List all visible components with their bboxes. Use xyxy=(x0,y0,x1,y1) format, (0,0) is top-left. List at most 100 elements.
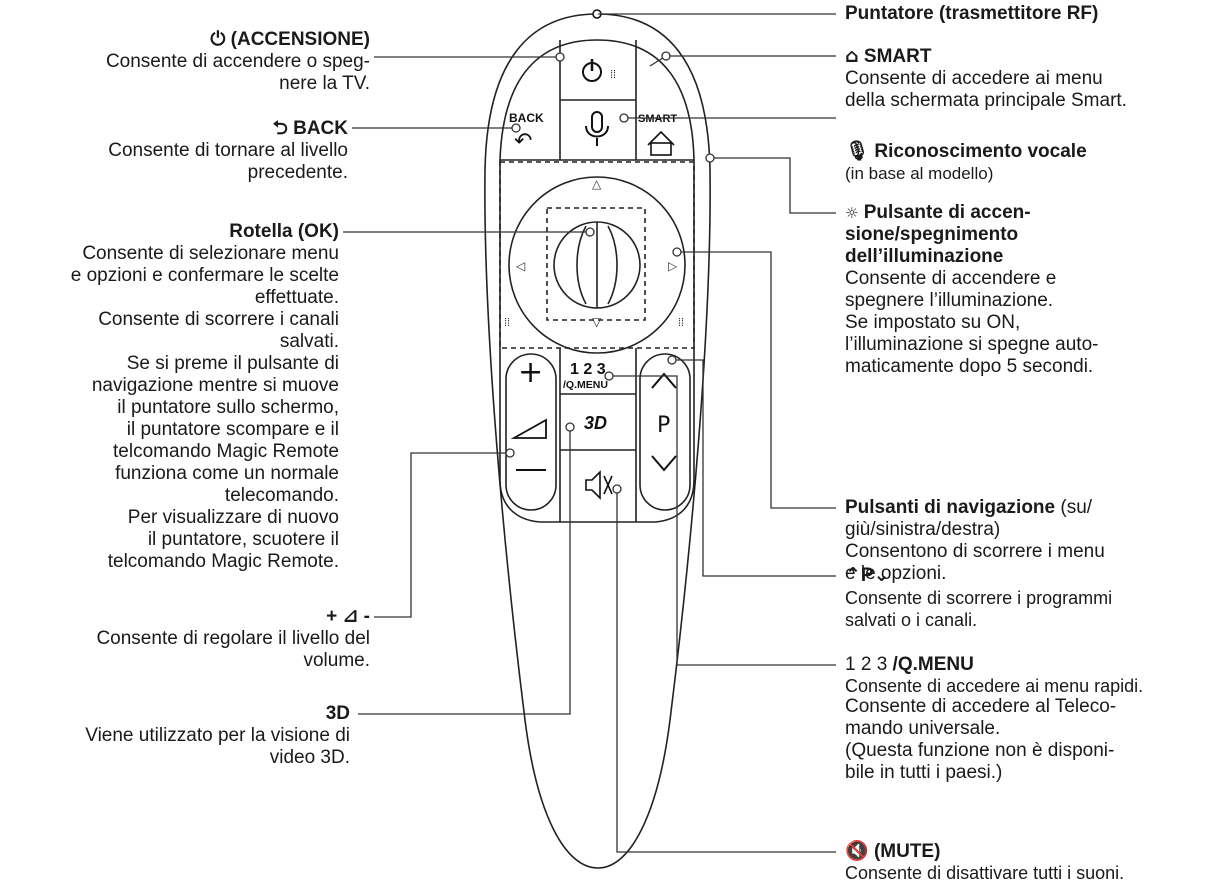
callout-light-desc-3: Se impostato su ON, xyxy=(845,312,1021,333)
callout-power-title-row: ⏻ (ACCENSIONE) xyxy=(10,28,370,51)
mute-icon: 🔇 xyxy=(845,840,869,862)
callout-qmenu-desc-2: Consente di accedere al Teleco- xyxy=(845,696,1117,717)
bulb-icon: ☼ xyxy=(845,204,859,222)
volume-rocker[interactable] xyxy=(505,353,557,511)
callout-qmenu-title: /Q.MENU xyxy=(892,654,974,675)
callout-wheel-desc-15: telcomando Magic Remote. xyxy=(107,551,339,572)
back-arrow-icon: ↶ xyxy=(514,129,532,154)
callout-threed-desc-1: Viene utilizzato per la visione di xyxy=(85,725,350,746)
callout-back: ⮌ BACK Consente di tornare al livello pr… xyxy=(0,117,348,184)
nav-left-arrow[interactable]: ◁ xyxy=(515,259,525,273)
callout-smart-title-row: ⌂ SMART xyxy=(845,45,1127,68)
callout-threed-desc-2: video 3D. xyxy=(269,747,350,768)
callout-wheel-desc-9: il puntatore scompare e il xyxy=(126,419,339,440)
callout-wheel-desc-1: Consente di selezionare menu xyxy=(82,243,339,264)
mic-icon[interactable] xyxy=(585,111,609,146)
callout-volume-desc-2: volume. xyxy=(303,650,370,671)
callout-prog: ⌃P⌄ Consente di scorrere i programmi sal… xyxy=(845,564,1112,631)
callout-back-desc-1: Consente di tornare al livello xyxy=(108,140,348,161)
callout-nav-desc-3: e le opzioni. xyxy=(845,563,947,584)
callout-qmenu: 1 2 3 /Q.MENU Consente di accedere ai me… xyxy=(845,654,1143,784)
callout-qmenu-title-num: 1 2 3 xyxy=(845,654,888,675)
callout-prog-desc-2: salvati o i canali. xyxy=(845,610,978,630)
callout-pointer-title: Puntatore (trasmettitore RF) xyxy=(845,3,1099,24)
callout-voice: 🎙 Riconoscimento vocale (in base al mode… xyxy=(845,140,1087,185)
callout-wheel-desc-4: Consente di scorrere i canali xyxy=(98,309,339,330)
callout-prog-title-row: ⌃P⌄ xyxy=(845,564,1112,587)
vol-plus-icon[interactable]: + xyxy=(518,355,543,390)
callout-voice-title-row: 🎙 Riconoscimento vocale xyxy=(845,140,1087,163)
callout-power: ⏻ (ACCENSIONE) Consente di accendere o s… xyxy=(10,28,370,95)
volume-icon xyxy=(510,418,547,439)
nav-down-arrow[interactable]: ▽ xyxy=(592,315,602,329)
threed-button-label[interactable]: 3D xyxy=(584,413,607,433)
callout-qmenu-desc-3: mando universale. xyxy=(845,718,1001,739)
callout-mute: 🔇 (MUTE) Consente di disattivare tutti i… xyxy=(845,840,1124,883)
callout-wheel-desc-8: il puntatore sullo schermo, xyxy=(117,397,339,418)
callout-mute-desc-1: Consente di disattivare tutti i suoni. xyxy=(845,863,1125,883)
remote-face xyxy=(499,39,695,523)
num-button-label[interactable]: 1 2 3 xyxy=(570,361,606,378)
callout-light-desc-1: Consente di accendere e xyxy=(845,268,1057,289)
callout-power-desc-2: nere la TV. xyxy=(279,73,370,94)
callout-light-title-3: dell’illuminazione xyxy=(845,246,1004,267)
callout-prog-desc-1: Consente di scorrere i programmi xyxy=(845,588,1113,608)
program-rocker[interactable] xyxy=(639,353,691,511)
callout-light-desc-4: l’illuminazione si spegne auto- xyxy=(845,334,1099,355)
wheel-dashed-box xyxy=(546,207,646,321)
navigation-ring[interactable] xyxy=(508,176,686,354)
callout-back-title: BACK xyxy=(293,118,348,139)
back-button-label[interactable]: BACK xyxy=(509,111,544,125)
power-icon: ⏻ xyxy=(210,28,226,50)
callout-light-title-1: Pulsante di accen- xyxy=(863,202,1031,223)
callout-wheel-desc-3: effettuate. xyxy=(254,287,339,308)
channel-up-icon[interactable] xyxy=(651,372,677,389)
callout-nav-desc-1: giù/sinistra/destra) xyxy=(845,519,1001,540)
callout-volume-desc-1: Consente di regolare il livello del xyxy=(96,628,370,649)
leader-lines xyxy=(343,13,836,853)
home-icon xyxy=(647,130,675,156)
callout-nav-desc-2: Consentono di scorrere i menu xyxy=(845,541,1105,562)
callout-wheel-desc-14: il puntatore, scuotere il xyxy=(147,529,339,550)
smart-button-label[interactable]: SMART xyxy=(638,113,677,125)
power-dots-icon: ⁞⁞ xyxy=(610,69,616,81)
dots-left-icon: ⁞⁞ xyxy=(504,317,510,329)
remote-body xyxy=(484,13,711,869)
callout-voice-desc-1: (in base al modello) xyxy=(845,164,994,183)
callout-power-desc-1: Consente di accendere o speg- xyxy=(105,51,370,72)
nav-right-arrow[interactable]: ▷ xyxy=(668,259,678,273)
callout-threed-title: 3D xyxy=(325,703,350,724)
callout-back-title-row: ⮌ BACK xyxy=(0,117,348,140)
callout-smart-title: SMART xyxy=(863,46,932,67)
callout-pointer: Puntatore (trasmettitore RF) xyxy=(845,3,1098,25)
callout-wheel: Rotella (OK) Consente di selezionare men… xyxy=(0,221,339,573)
callout-wheel-desc-2: e opzioni e confermare le scelte xyxy=(70,265,339,286)
callout-voice-title: Riconoscimento vocale xyxy=(874,141,1087,162)
callout-wheel-desc-7: navigazione mentre si muove xyxy=(91,375,339,396)
callout-light-desc-2: spegnere l’illuminazione. xyxy=(845,290,1054,311)
callout-qmenu-desc-5: bile in tutti i paesi.) xyxy=(845,762,1003,783)
callout-power-title: (ACCENSIONE) xyxy=(230,29,370,50)
callout-smart-desc-1: Consente di accedere ai menu xyxy=(845,68,1103,89)
callout-threed: 3D Viene utilizzato per la visione di vi… xyxy=(0,703,350,769)
callout-qmenu-desc-4: (Questa funzione non è disponi- xyxy=(845,740,1115,761)
callout-smart-desc-2: della schermata principale Smart. xyxy=(845,90,1127,111)
program-button-label: P xyxy=(657,413,670,438)
nav-up-arrow[interactable]: △ xyxy=(592,177,602,191)
channel-down-icon[interactable] xyxy=(651,455,677,472)
callout-mute-title: (MUTE) xyxy=(873,841,941,862)
callout-wheel-desc-6: Se si preme il pulsante di xyxy=(126,353,339,374)
home-icon: ⌂ xyxy=(845,45,859,67)
callout-qmenu-desc-1: Consente di accedere ai menu rapidi. xyxy=(845,676,1144,696)
callout-mute-title-row: 🔇 (MUTE) xyxy=(845,840,1124,863)
mute-icon[interactable] xyxy=(585,470,613,500)
caret-up-icon: ⌃ xyxy=(845,564,861,586)
callout-wheel-title: Rotella (OK) xyxy=(229,221,339,242)
callout-nav-title-rest: (su/ xyxy=(1055,497,1093,518)
qmenu-button-label[interactable]: /Q.MENU xyxy=(563,379,608,391)
callout-prog-title: P xyxy=(860,565,874,586)
callout-volume-title: + ⊿ - xyxy=(326,606,370,627)
callout-qmenu-title-row: 1 2 3 /Q.MENU xyxy=(845,654,1143,676)
callout-light-title-row-1: ☼ Pulsante di accen- xyxy=(845,202,1098,224)
power-button[interactable] xyxy=(582,59,602,82)
